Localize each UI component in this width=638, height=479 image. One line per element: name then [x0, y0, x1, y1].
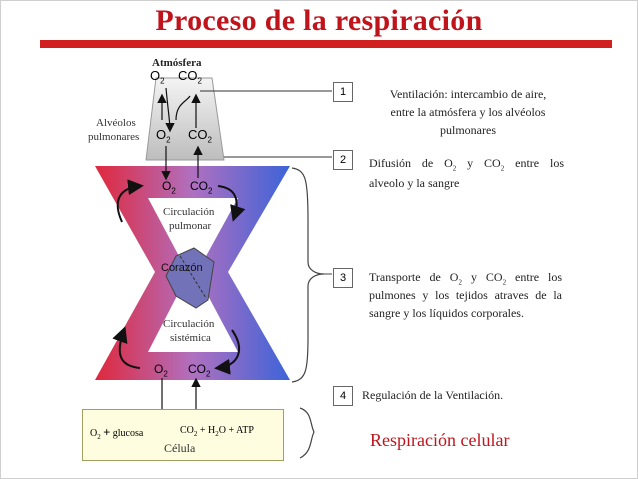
atmosphere-label: Atmósfera [152, 57, 202, 69]
step-4-number: 4 [333, 386, 353, 406]
cellular-respiration-label: Respiración celular [370, 430, 510, 450]
pulmonary-left-arrow [116, 179, 144, 223]
systemic-left-arrow [112, 326, 141, 369]
pulmonary-circulation-line1: Circulación [163, 206, 215, 218]
step-4-description: Regulación de la Ventilación. [362, 388, 504, 402]
heart-label: Corazón [161, 262, 203, 274]
blood-top-o2: O2 [162, 179, 176, 196]
co2-out-arrow [175, 95, 191, 121]
heart-septum [179, 255, 207, 299]
step-1-description: Ventilación: intercambio de aire,entre l… [389, 87, 547, 137]
systemic-inner [148, 290, 238, 352]
cell-label: Célula [164, 441, 196, 455]
atmosphere-co2: CO2 [178, 68, 202, 86]
blood-top-co2: CO2 [190, 179, 213, 196]
alveoli-co2: CO2 [188, 127, 212, 145]
step-1-number: 1 [333, 82, 353, 102]
step-3-number: 3 [333, 268, 353, 288]
page-title: Proceso de la respiración [155, 4, 483, 37]
alveolus-shape [145, 77, 225, 161]
blood-bottom-co2: CO2 [188, 362, 211, 379]
pulmonary-inner [148, 198, 238, 258]
alveoli-label-line2: pulmonares [88, 131, 140, 143]
cell-products: CO2 + H2O + ATP [180, 425, 254, 438]
o2-down-arrow [165, 87, 175, 133]
step-3-line1: Transporte de O2 y CO2 entre los [369, 270, 562, 287]
cell-reactants: O2 + glucosa [90, 425, 144, 441]
step-2-line1: Difusión de O2 y CO2 entre los [369, 154, 564, 178]
systemic-circulation-line1: Circulación [163, 318, 215, 330]
step-3-line3: sangre y los líquidos corporales. [369, 306, 524, 320]
step-3-line2: pulmones y los tejidos atraves de la [369, 288, 562, 302]
cell-box [82, 409, 284, 461]
systemic-circulation-line2: sistémica [170, 332, 211, 344]
step-2-number: 2 [333, 150, 353, 170]
atmosphere-o2: O2 [150, 68, 165, 86]
pulmonary-circulation-line2: pulmonar [169, 220, 212, 232]
bracket-cell [299, 407, 315, 459]
step-2-line2: alveolo y la sangre [369, 176, 460, 190]
alveoli-label-line1: Alvéolos [96, 117, 136, 129]
pulmonary-right-arrow [217, 185, 246, 222]
alveoli-o2: O2 [156, 127, 171, 145]
blood-bottom-o2: O2 [154, 362, 168, 379]
bracket-step3 [291, 167, 325, 383]
heart-shape [165, 247, 215, 309]
systemic-right-arrow [214, 329, 240, 375]
title-underline [40, 40, 612, 48]
